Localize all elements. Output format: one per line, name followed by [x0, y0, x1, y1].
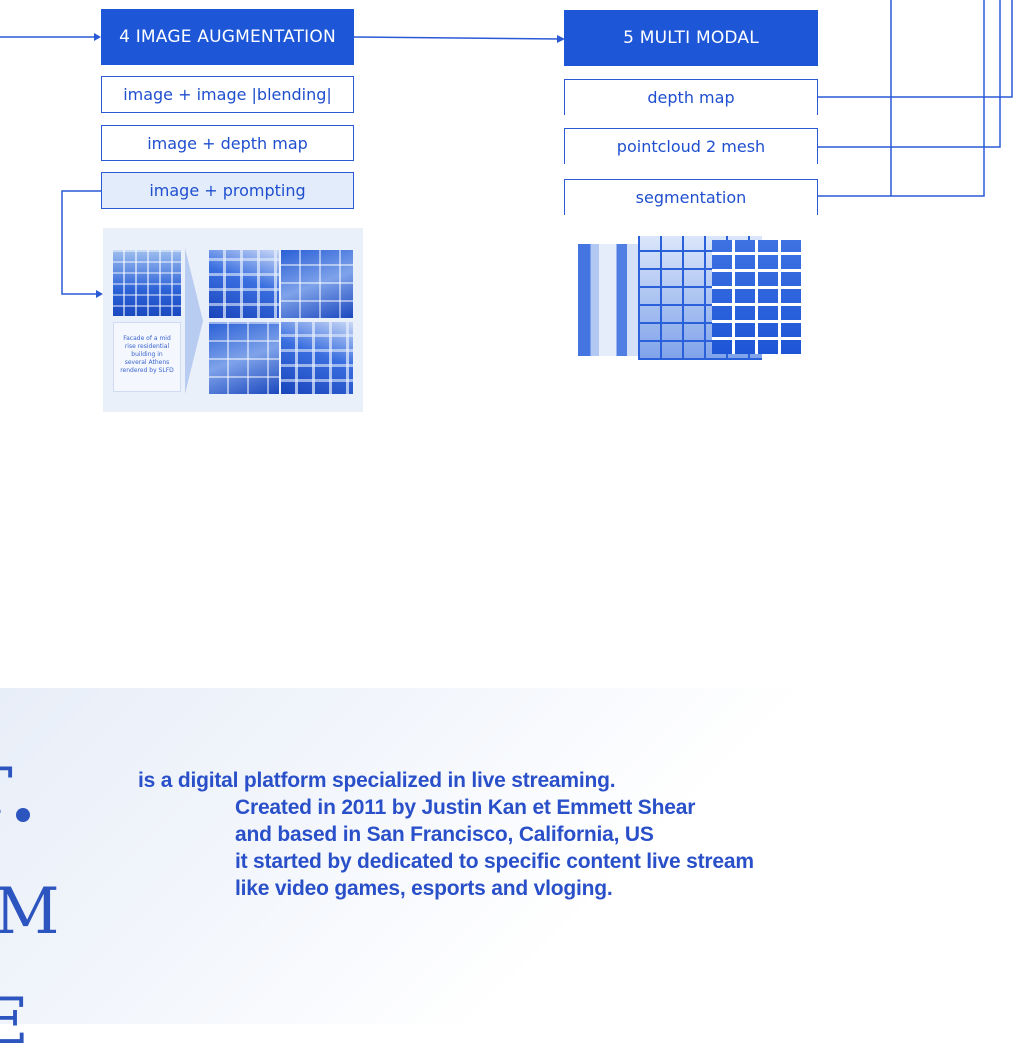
generated-image-4 — [281, 322, 353, 394]
arrowhead-multimodal — [557, 35, 565, 43]
prompting-example-panel: Facade of a mid rise residential buildin… — [103, 228, 363, 412]
arrowhead-panel — [96, 290, 103, 298]
multimodal-header: 5 MULTI MODAL — [564, 10, 818, 66]
chevron-right-icon — [185, 248, 203, 394]
segmentation-feed-line — [818, 0, 985, 197]
logo-dot — [16, 808, 30, 822]
logo-letter-m: M — [0, 875, 60, 949]
segmentation-layer-front — [712, 240, 802, 354]
description-line-3: it started by dedicated to specific cont… — [235, 850, 754, 873]
mm-item-depth-map[interactable]: depth map — [564, 79, 818, 115]
aug-item-depth-map[interactable]: image + depth map — [101, 125, 354, 161]
generated-image-3 — [209, 322, 279, 394]
source-building-image — [113, 250, 181, 316]
bottom-background — [0, 688, 1024, 1024]
description-line-1: Created in 2011 by Justin Kan et Emmett … — [235, 796, 696, 819]
generated-image-2 — [281, 250, 353, 318]
aug-item-prompting[interactable]: image + prompting — [101, 172, 354, 209]
logo-letter-e: E — [0, 985, 29, 1059]
prompt-caption: Facade of a mid rise residential buildin… — [113, 322, 181, 392]
generated-image-1 — [209, 250, 279, 318]
arrowhead-aug — [94, 33, 101, 41]
segmentation-layer-back — [578, 244, 648, 356]
aug-to-multimodal-line — [353, 36, 561, 40]
description-line-4: like video games, esports and vloging. — [235, 877, 613, 900]
prompting-to-panel-line — [61, 190, 101, 295]
logo-letter-t: T — [0, 760, 13, 824]
mm-item-segmentation[interactable]: segmentation — [564, 179, 818, 215]
mm-item-pointcloud-mesh[interactable]: pointcloud 2 mesh — [564, 128, 818, 164]
flow-connectors — [0, 0, 1013, 298]
pointcloud-feed-line — [818, 0, 1001, 148]
aug-item-blending[interactable]: image + image |blending| — [101, 76, 354, 113]
description-line-2: and based in San Francisco, California, … — [235, 823, 654, 846]
description-first-line: is a digital platform specialized in liv… — [138, 769, 616, 792]
depthmap-feed-line — [818, 0, 1013, 98]
image-augmentation-header: 4 IMAGE AUGMENTATION — [101, 9, 354, 65]
